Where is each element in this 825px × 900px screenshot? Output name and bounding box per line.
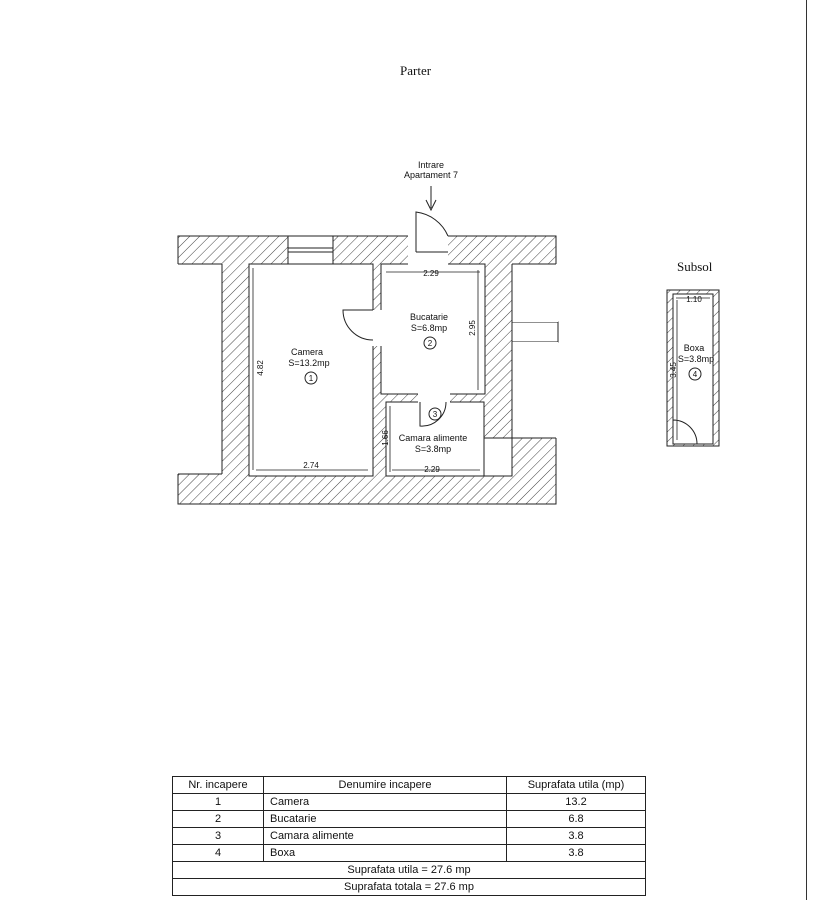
table-cell: 3.8 [506,827,646,845]
table-cell: Camera [263,793,507,811]
room-2-marker [423,336,437,350]
table-row: 3 Camara alimente 3.8 [172,827,646,845]
table-cell: 4 [172,844,264,862]
page-edge-line [806,0,807,900]
dim-camara-width: 2.29 [424,465,440,474]
table-cell: Boxa [263,844,507,862]
table-row: 4 Boxa 3.8 [172,844,646,862]
floor-plan: Intrare Apartament 7 Camera S=13.2mp 1 B… [176,160,720,505]
dim-bucatarie-width: 2.29 [423,269,439,278]
table-total-usable-row: Suprafata utila = 27.6 mp [172,861,646,879]
room-2-number: 2 [428,339,433,348]
table-cell: 2 [172,810,264,828]
table-cell: 13.2 [506,793,646,811]
total-overall-area: Suprafata totala = 27.6 mp [172,878,646,896]
table-cell: Bucatarie [263,810,507,828]
total-usable-area: Suprafata utila = 27.6 mp [172,861,646,879]
dimension-lines [252,268,480,472]
dim-boxa-height: 3.45 [669,362,678,378]
room-1-name: Camera [291,347,323,357]
room-3-marker [428,407,442,421]
table-cell: 3.8 [506,844,646,862]
table-row: 2 Bucatarie 6.8 [172,810,646,828]
room-1-area: S=13.2mp [288,358,329,368]
room-1-number: 1 [309,374,314,383]
dim-camera-height: 4.82 [256,360,265,376]
doors [342,211,449,427]
room-1-marker [304,371,318,385]
table-header: Denumire incapere [263,776,507,794]
room-4-number: 4 [693,370,698,379]
dim-camera-width: 2.74 [303,461,319,470]
ground-floor-title: Parter [400,63,432,78]
entrance-label-2: Apartament 7 [404,170,458,180]
table-header: Nr. incapere [172,776,264,794]
table-cell: 1 [172,793,264,811]
dim-bucatarie-height: 2.95 [468,320,477,336]
room-3-name: Camara alimente [399,433,468,443]
entrance-label-1: Intrare [418,160,444,170]
dim-camara-height: 1.66 [381,430,390,446]
room-2-name: Bucatarie [410,312,448,322]
entrance-arrow-icon [425,186,437,212]
table-cell: 6.8 [506,810,646,828]
table-total-overall-row: Suprafata totala = 27.6 mp [172,878,646,896]
room-3-number: 3 [433,410,438,419]
room-3-area: S=3.8mp [415,444,451,454]
table-row: 1 Camera 13.2 [172,793,646,811]
table-cell: Camara alimente [263,827,507,845]
room-interiors [248,232,513,477]
area-table: Nr. incapere Denumire incapere Suprafata… [172,776,646,896]
room-4-name: Boxa [684,343,705,353]
room-2-area: S=6.8mp [411,323,447,333]
basement-title: Subsol [677,259,713,274]
table-header-row: Nr. incapere Denumire incapere Suprafata… [172,776,646,794]
room-4-marker [688,367,702,381]
table-cell: 3 [172,827,264,845]
room-4-area: S=3.8mp [678,354,714,364]
table-header: Suprafata utila (mp) [506,776,646,794]
dim-boxa-width: 1.10 [686,295,702,304]
